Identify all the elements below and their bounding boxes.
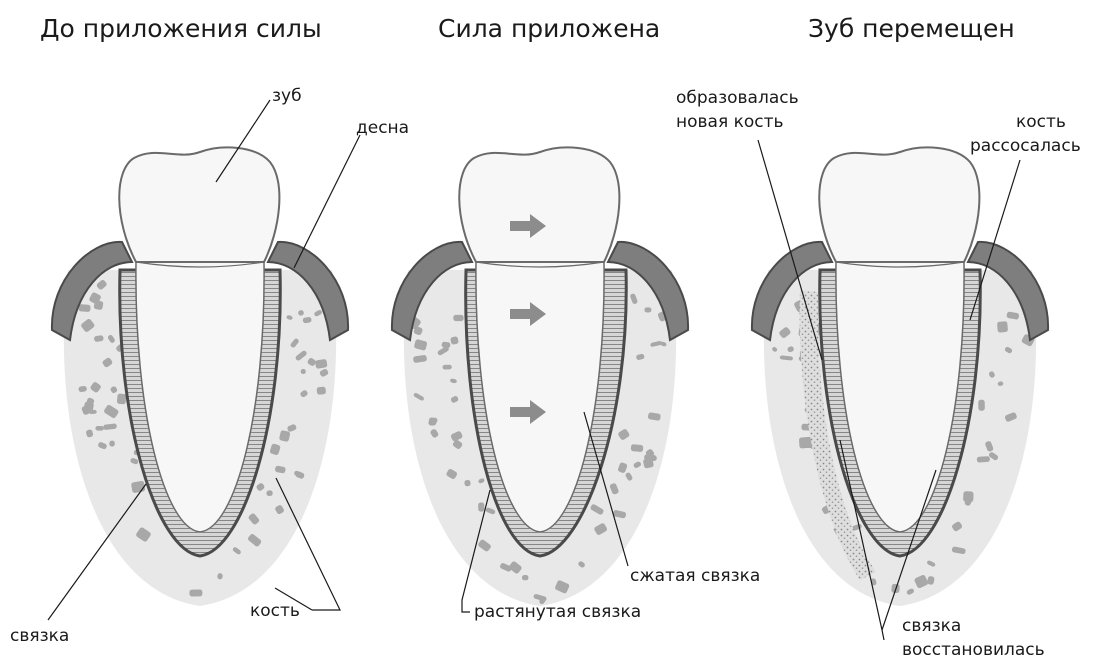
label-new-bone-1: образовалась [676, 86, 799, 110]
bone-cell [644, 307, 651, 312]
label-gum: десна [356, 116, 409, 140]
bone-cell [317, 387, 327, 395]
label-resorbed-2: рассосалась [970, 134, 1081, 158]
label-restored-2: восстановилась [902, 638, 1045, 662]
bone-cell [95, 426, 104, 431]
bone-cell [79, 304, 91, 312]
tooth-panel [52, 147, 348, 606]
label-tooth: зуб [272, 84, 302, 108]
label-new-bone-2: новая кость [676, 110, 784, 134]
label-bone: кость [250, 599, 300, 623]
bone-cell [997, 321, 1008, 333]
tooth-crown [819, 147, 979, 262]
bone-cell [478, 502, 484, 511]
bone-cell [109, 441, 115, 447]
tooth-crown [459, 147, 619, 262]
bone-cell [631, 444, 644, 452]
label-compressed-ligament: сжатая связка [630, 564, 760, 588]
bone-cell [189, 589, 202, 596]
label-resorbed-1: кость [1016, 110, 1066, 134]
bone-cell [453, 315, 463, 321]
bone-cell [977, 456, 990, 463]
bone-cell [117, 393, 127, 404]
bone-cell [978, 400, 985, 411]
bone-cell [442, 365, 451, 370]
label-stretched-ligament: растянутая связка [474, 600, 641, 624]
label-ligament: связка [10, 624, 69, 648]
tooth-panel [392, 147, 688, 606]
tooth-crown [119, 147, 279, 262]
label-restored-1: связка [902, 614, 961, 638]
tooth-panel [752, 147, 1048, 606]
leader-gum [294, 135, 360, 268]
bone-cell [522, 575, 529, 580]
